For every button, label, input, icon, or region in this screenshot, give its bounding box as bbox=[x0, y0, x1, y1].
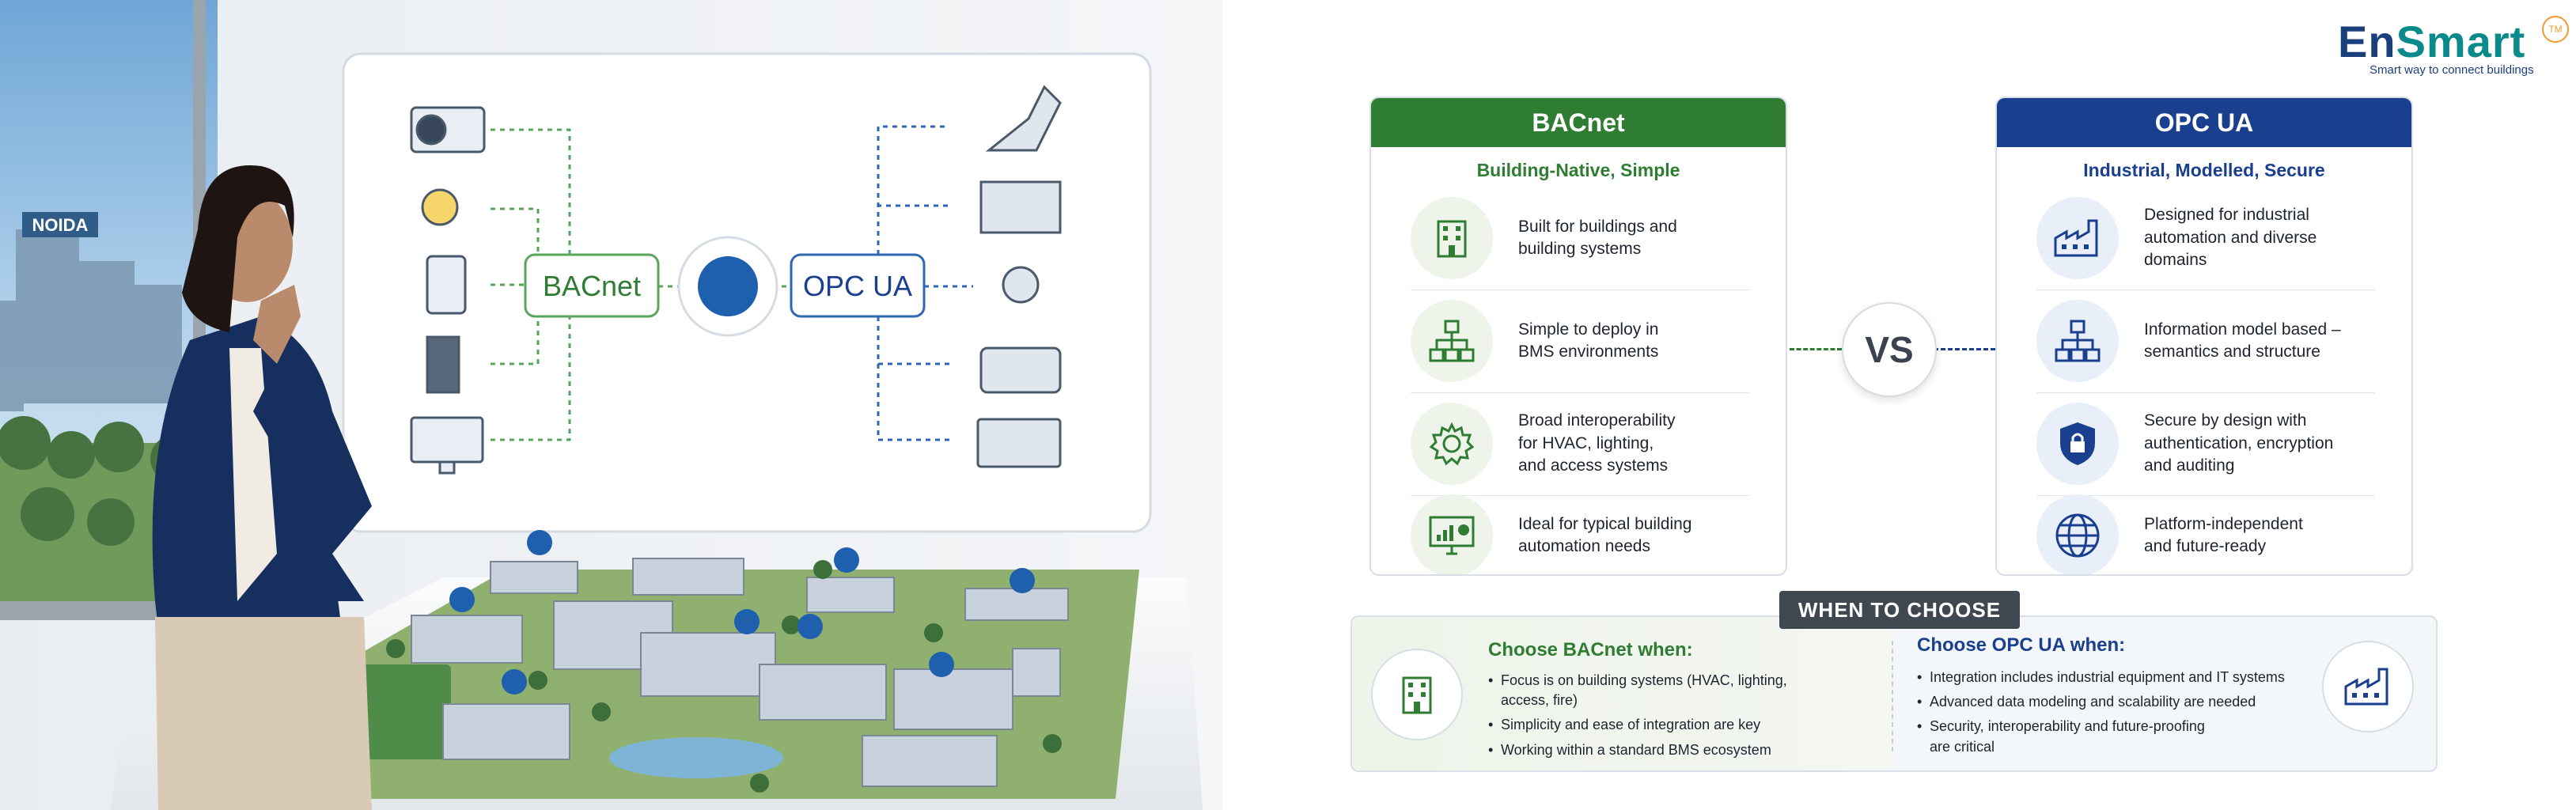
board-opcua-label: OPC UA bbox=[803, 270, 912, 302]
choose-bacnet-heading: Choose BACnet when: bbox=[1488, 639, 1693, 660]
opcua-item-4-text: Platform-independent and future-ready bbox=[2144, 514, 2303, 555]
choose-opcua-heading: Choose OPC UA when: bbox=[1917, 634, 2126, 656]
list-item: Security, interoperability and future-pr… bbox=[1917, 717, 2328, 756]
bacnet-item-3: Broad interoperability for HVAC, lightin… bbox=[1411, 396, 1749, 492]
bacnet-item-2-text: Simple to deploy in BMS environments bbox=[1518, 320, 1659, 361]
opcua-item-1-text: Designed for industrial automation and d… bbox=[2144, 206, 2317, 270]
list-item: Integration includes industrial equipmen… bbox=[1917, 668, 2328, 687]
bacnet-subtitle: Building-Native, Simple bbox=[1476, 160, 1680, 180]
choose-bacnet-list: Focus is on building systems (HVAC, ligh… bbox=[1488, 671, 1884, 765]
list-item: Advanced data modeling and scalability a… bbox=[1917, 692, 2328, 712]
bacnet-card: BACnet Building-Native, Simple Built for… bbox=[1369, 97, 1787, 576]
factory-icon bbox=[2036, 197, 2119, 279]
vs-badge: VS bbox=[1842, 302, 1937, 397]
when-to-choose-panel: Choose BACnet when: Focus is on building… bbox=[1351, 615, 2438, 772]
when-to-choose-title: WHEN TO CHOOSE bbox=[1779, 591, 2020, 629]
list-item: Focus is on building systems (HVAC, ligh… bbox=[1488, 671, 1884, 710]
bacnet-item-4: Ideal for typical building automation ne… bbox=[1411, 487, 1749, 574]
hierarchy-icon bbox=[1411, 300, 1493, 382]
trademark-badge: TM bbox=[2542, 16, 2569, 43]
office-scene-illustration: NOIDA BACnet OPC UA bbox=[0, 0, 1222, 810]
opcua-item-3: Secure by design with authentication, en… bbox=[2036, 396, 2375, 492]
board-bacnet-label: BACnet bbox=[543, 270, 641, 302]
gear-icon bbox=[1411, 403, 1493, 485]
globe-icon bbox=[2036, 494, 2119, 574]
bacnet-item-2: Simple to deploy in BMS environments bbox=[1411, 293, 1749, 389]
bacnet-item-3-text: Broad interoperability for HVAC, lightin… bbox=[1518, 411, 1676, 475]
logo-en: En bbox=[2338, 17, 2396, 66]
bacnet-item-1: Built for buildings and building systems bbox=[1411, 190, 1749, 286]
opcua-subtitle: Industrial, Modelled, Secure bbox=[2083, 160, 2325, 180]
city-sign: NOIDA bbox=[32, 215, 89, 235]
list-item: Simplicity and ease of integration are k… bbox=[1488, 715, 1884, 735]
list-item: Working within a standard BMS ecosystem bbox=[1488, 740, 1884, 760]
monitor-chart-icon bbox=[1411, 494, 1493, 574]
building-icon bbox=[1411, 197, 1493, 279]
opcua-item-2-text: Information model based – semantics and … bbox=[2144, 320, 2341, 361]
brand-tagline: Smart way to connect buildings bbox=[2370, 63, 2534, 77]
bacnet-title: BACnet bbox=[1371, 98, 1786, 147]
bacnet-item-4-text: Ideal for typical building automation ne… bbox=[1518, 514, 1692, 555]
opcua-card: OPC UA Industrial, Modelled, Secure Desi… bbox=[1995, 97, 2413, 576]
choose-opcua-list: Integration includes industrial equipmen… bbox=[1917, 668, 2328, 762]
logo-smart: Smart bbox=[2396, 17, 2526, 66]
opcua-item-4: Platform-independent and future-ready bbox=[2036, 487, 2375, 574]
opcua-title: OPC UA bbox=[1997, 98, 2411, 147]
shield-lock-icon bbox=[2036, 403, 2119, 485]
building-icon bbox=[1371, 649, 1463, 740]
bacnet-item-1-text: Built for buildings and building systems bbox=[1518, 217, 1677, 258]
opcua-item-2: Information model based – semantics and … bbox=[2036, 293, 2375, 389]
opcua-item-3-text: Secure by design with authentication, en… bbox=[2144, 411, 2334, 475]
hierarchy-icon bbox=[2036, 300, 2119, 382]
factory-icon bbox=[2322, 641, 2414, 732]
ensmart-logo: EnSmart TM Smart way to connect building… bbox=[2338, 16, 2569, 79]
opcua-item-1: Designed for industrial automation and d… bbox=[2036, 190, 2375, 286]
